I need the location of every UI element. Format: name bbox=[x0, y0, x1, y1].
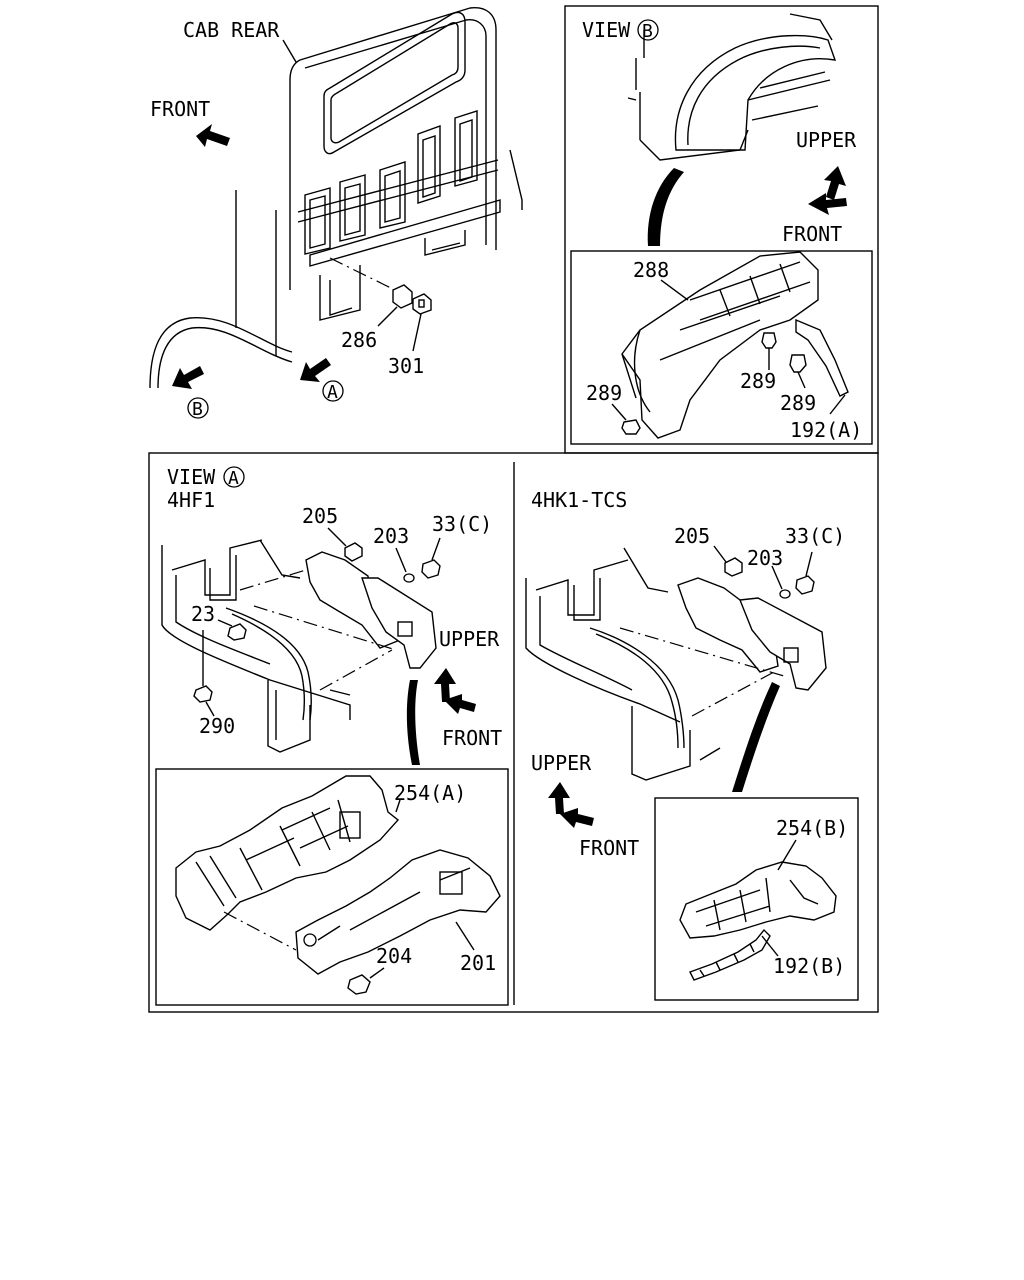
part-203-label-right: 203 bbox=[747, 546, 783, 570]
view-b-title: VIEW bbox=[582, 18, 631, 42]
part-301-label: 301 bbox=[388, 354, 424, 378]
view-a-title-circle bbox=[223, 466, 245, 488]
variant-4hf1-label: 4HF1 bbox=[167, 488, 215, 512]
part-192a-label: 192(A) bbox=[790, 418, 862, 442]
part-289-label-2: 289 bbox=[780, 391, 816, 415]
view-a-marker-letter: A bbox=[327, 382, 338, 403]
part-33c-label-right: 33(C) bbox=[785, 524, 845, 548]
part-286-label: 286 bbox=[341, 328, 377, 352]
view-b-front-label: FRONT bbox=[782, 222, 842, 246]
part-203-label-left: 203 bbox=[373, 524, 409, 548]
view-b-front-arrow-icon bbox=[808, 193, 847, 215]
front-label: FRONT bbox=[150, 97, 210, 121]
view-a-left-upper-arrow-icon bbox=[434, 668, 456, 702]
view-a-right-detail-frame bbox=[654, 797, 859, 1001]
cab-rear-title: CAB REAR bbox=[183, 18, 280, 42]
view-a-title-letter: A bbox=[228, 468, 239, 489]
part-254a-label: 254(A) bbox=[394, 781, 466, 805]
variant-4hk1-tcs-label: 4HK1-TCS bbox=[531, 488, 627, 512]
view-a-left-section: VIEW A 4HF1 205 203 33(C) 23 bbox=[161, 465, 502, 995]
part-33c-label-left: 33(C) bbox=[432, 512, 492, 536]
part-205-label-right: 205 bbox=[674, 524, 710, 548]
view-b-upper-label: UPPER bbox=[796, 128, 857, 152]
view-a-right-front-arrow-icon bbox=[560, 808, 594, 828]
view-b-section: VIEW B UPPER FRONT 288 192(A) 289 bbox=[582, 13, 862, 442]
view-b-title-letter: B bbox=[642, 21, 653, 42]
view-a-arrow-icon bbox=[300, 358, 331, 382]
view-a-right-upper-arrow-icon bbox=[548, 782, 570, 814]
view-a-right-upper-label: UPPER bbox=[531, 751, 592, 775]
view-a-marker-circle bbox=[322, 380, 344, 402]
frames bbox=[148, 5, 879, 1013]
view-b-arrow-icon bbox=[172, 366, 204, 389]
view-b-title-circle bbox=[637, 19, 659, 41]
part-204-label: 204 bbox=[376, 944, 412, 968]
view-b-detail-frame bbox=[570, 250, 873, 445]
view-a-right-front-label: FRONT bbox=[579, 836, 639, 860]
part-201-label: 201 bbox=[460, 951, 496, 975]
view-a-left-front-label: FRONT bbox=[442, 726, 502, 750]
view-a-frame bbox=[148, 452, 879, 1013]
part-254b-label: 254(B) bbox=[776, 816, 848, 840]
part-23-label: 23 bbox=[191, 602, 215, 626]
part-289-label-1: 289 bbox=[740, 369, 776, 393]
view-a-left-front-arrow-icon bbox=[444, 694, 476, 714]
view-b-marker-circle bbox=[187, 397, 209, 419]
view-a-right-section: 4HK1-TCS 205 203 33(C) UPPER FRONT bbox=[525, 488, 848, 981]
view-b-upper-arrow-icon bbox=[824, 166, 846, 200]
cab-rear-section: CAB REAR 286 301 FRONT bbox=[149, 7, 523, 420]
part-205-label-left: 205 bbox=[302, 504, 338, 528]
part-288-label: 288 bbox=[633, 258, 669, 282]
part-289-label-3: 289 bbox=[586, 381, 622, 405]
view-a-left-upper-label: UPPER bbox=[439, 627, 500, 651]
front-arrow-icon bbox=[196, 124, 230, 147]
part-192b-label: 192(B) bbox=[773, 954, 845, 978]
view-b-marker-letter: B bbox=[192, 399, 203, 420]
view-a-left-detail-frame bbox=[155, 768, 509, 1006]
view-a-title: VIEW bbox=[167, 465, 216, 489]
part-290-label: 290 bbox=[199, 714, 235, 738]
